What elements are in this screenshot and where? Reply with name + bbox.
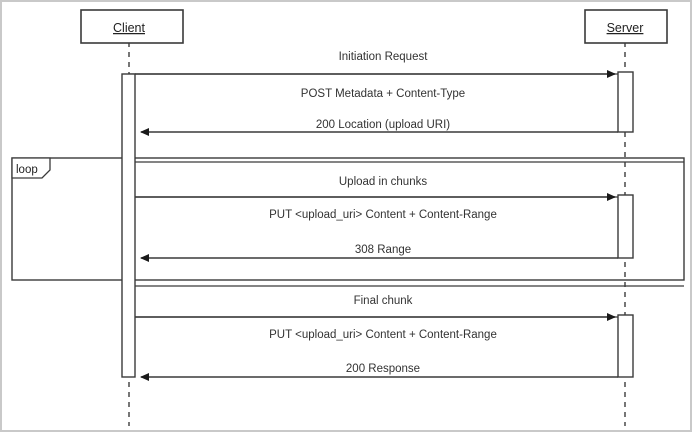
loop-frame-tag — [11, 157, 51, 179]
participant-label-client: Client — [113, 21, 145, 35]
activation-bar-client[interactable] — [121, 73, 136, 378]
note-upload-in-chunks: Upload in chunks — [339, 176, 427, 188]
activation-bar-server-chunk[interactable] — [617, 194, 634, 259]
note-initiation-request: Initiation Request — [339, 51, 429, 63]
activation-bar-server-final[interactable] — [617, 314, 634, 378]
message-label-200-location: 200 Location (upload URI) — [316, 119, 450, 131]
message-label-put-chunk: PUT <upload_uri> Content + Content-Range — [269, 209, 497, 221]
note-final-chunk: Final chunk — [354, 295, 413, 307]
message-label-200-response: 200 Response — [346, 363, 420, 375]
message-label-post-metadata: POST Metadata + Content-Type — [301, 88, 465, 100]
message-label-308-range: 308 Range — [355, 244, 411, 256]
loop-frame[interactable] — [11, 157, 685, 281]
participant-box-server[interactable] — [584, 9, 668, 44]
message-label-put-final: PUT <upload_uri> Content + Content-Range — [269, 329, 497, 341]
participant-box-client[interactable] — [80, 9, 184, 44]
loop-frame-tag-label: loop — [16, 164, 38, 176]
activation-bar-server-initiation[interactable] — [617, 71, 634, 133]
participant-label-server: Server — [607, 21, 644, 35]
